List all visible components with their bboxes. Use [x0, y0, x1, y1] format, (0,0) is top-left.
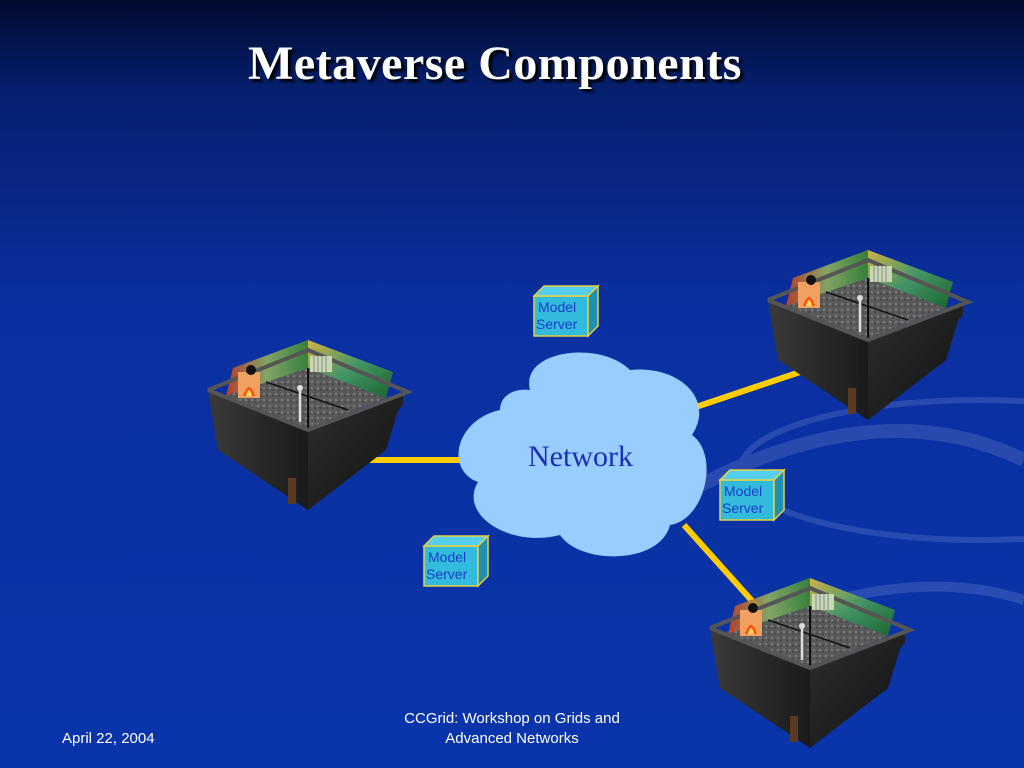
model-server-label-line2: Server: [426, 566, 468, 582]
virtual-room-bottom-right: [708, 576, 912, 750]
footer-event-line1: CCGrid: Workshop on Grids and: [404, 710, 620, 727]
model-server-label-line2: Server: [536, 316, 578, 332]
virtual-room-left: [206, 338, 410, 512]
model-server-label-line1: Model: [724, 483, 762, 499]
model-server-right: Model Server: [719, 469, 785, 521]
connector-bottom-right: [681, 522, 765, 615]
model-server-label-line2: Server: [722, 500, 764, 516]
virtual-room-top-right: [766, 248, 970, 422]
footer-date: April 22, 2004: [62, 730, 155, 747]
footer-event-line2: Advanced Networks: [445, 730, 579, 747]
network-cloud: Network: [458, 352, 707, 557]
connector-top-right: [692, 369, 801, 411]
network-label: Network: [528, 440, 633, 473]
model-server-top: Model Server: [533, 285, 599, 337]
footer-event: CCGrid: Workshop on Grids and Advanced N…: [362, 709, 662, 749]
model-server-bottom: Model Server: [423, 535, 489, 587]
model-server-label-line1: Model: [428, 549, 466, 565]
slide-title: Metaverse Components: [248, 37, 742, 90]
model-server-label-line1: Model: [538, 299, 576, 315]
